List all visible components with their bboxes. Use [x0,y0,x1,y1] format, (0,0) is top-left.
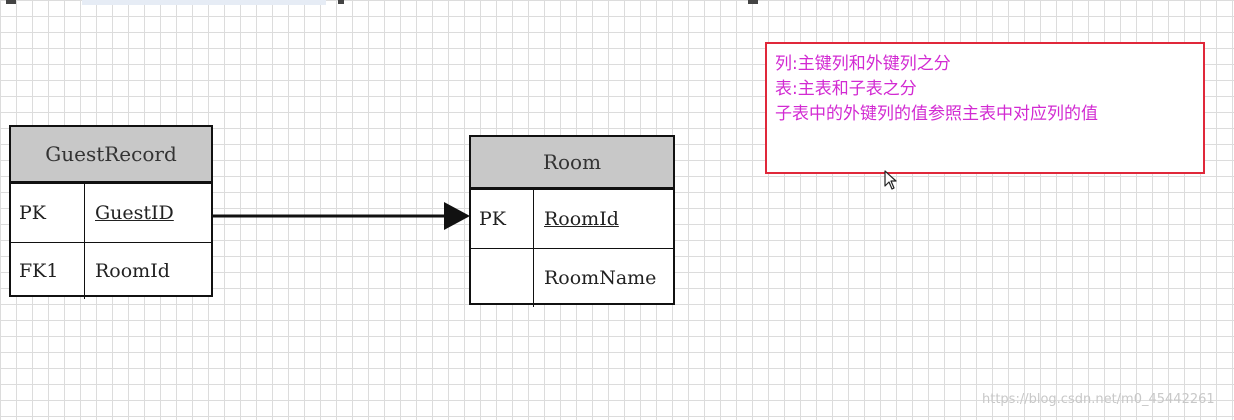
note-line: 列:主键列和外键列之分 [775,54,951,74]
toolbar-mark [748,0,758,4]
entity-title: GuestRecord [11,127,211,183]
field-name: RoomId [544,208,619,230]
key-label: FK1 [11,243,85,299]
field-name: RoomId [95,260,170,282]
watermark-text: https://blog.csdn.net/m0_45442261 [982,392,1215,407]
mouse-cursor-icon [884,170,897,190]
entity-row: FK1 RoomId [11,242,211,299]
top-toolbar-strip [0,0,800,10]
entity-row: PK RoomId [471,189,673,248]
toolbar-mark [6,0,16,4]
annotation-note[interactable]: 列:主键列和外键列之分 表:主表和子表之分 子表中的外键列的值参照主表中对应列的… [765,42,1205,174]
field-name: RoomName [544,267,657,289]
note-line: 表:主表和子表之分 [775,79,917,99]
key-label: PK [11,184,85,242]
entity-row: PK GuestID [11,183,211,242]
entity-room[interactable]: Room PK RoomId RoomName [469,135,675,307]
entity-title: Room [471,137,673,189]
note-line: 子表中的外键列的值参照主表中对应列的值 [775,104,1098,124]
key-label: PK [471,190,534,248]
field-name: GuestID [95,202,174,224]
entity-row: RoomName [471,248,673,307]
toolbar-selection [82,0,326,5]
toolbar-mark [338,0,344,4]
entity-guest-record[interactable]: GuestRecord PK GuestID FK1 RoomId [9,125,213,299]
key-label [471,249,534,307]
